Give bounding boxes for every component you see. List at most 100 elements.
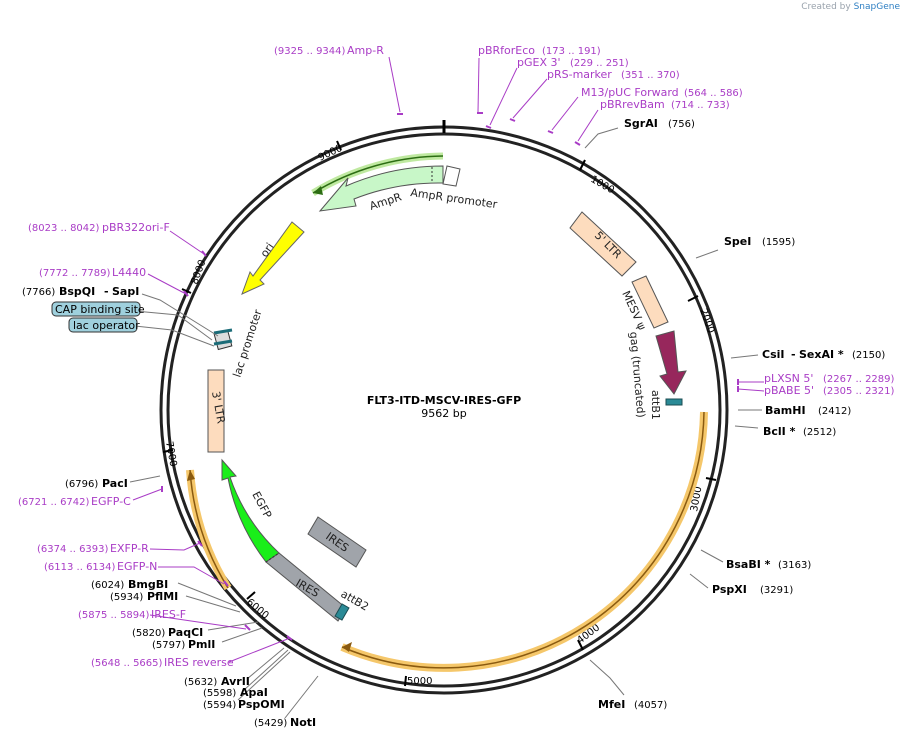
enzyme-noti[interactable]: (5429) NotI	[254, 716, 316, 729]
primer-ires-reverse[interactable]: (5648 .. 5665) IRES reverse	[91, 656, 234, 669]
enzyme-name: BmgBI	[128, 578, 168, 591]
primer-egfp-c[interactable]: (6721 .. 6742) EGFP-C	[18, 495, 131, 508]
enzyme-pos: (2512)	[803, 427, 836, 438]
primer-pos: (6113 .. 6134)	[44, 562, 116, 573]
attb1-label: attB1	[649, 390, 662, 420]
primer-leaders	[132, 56, 765, 663]
enzyme-sgrai[interactable]: SgrAI (756)	[624, 117, 695, 130]
enzyme-pos: (3163)	[778, 560, 811, 571]
primer-name: pBABE 5'	[764, 384, 814, 397]
ampr-arrow	[318, 165, 444, 212]
primer-pos: (714 .. 733)	[671, 100, 730, 111]
enzyme-sep: -	[104, 285, 109, 298]
enzyme-name: NotI	[290, 716, 316, 729]
primer-name: EGFP-N	[117, 560, 157, 573]
enzyme-bcli[interactable]: BclI * (2512)	[763, 425, 836, 438]
ires-divider	[265, 552, 280, 563]
enzyme-csii-sexai[interactable]: CsiI - SexAI * (2150)	[762, 348, 885, 361]
enzyme-apai[interactable]: (5598) ApaI	[203, 686, 268, 699]
enzyme-pflmi[interactable]: (5934) PflMI	[110, 590, 178, 603]
enzyme-pos: (6024)	[91, 580, 124, 591]
primer-pos: (7772 .. 7789)	[39, 268, 111, 279]
primer-name: pBRforEco	[478, 44, 535, 57]
enzyme-pos: (1595)	[762, 237, 795, 248]
enzyme-pspxi[interactable]: PspXI (3291)	[712, 583, 793, 596]
enzyme-paqci[interactable]: (5820) PaqCI	[132, 626, 203, 639]
lac-operator-label: lac operator	[73, 319, 140, 332]
enzyme-pos: (5797)	[152, 640, 185, 651]
enzyme-name-2: SapI	[112, 285, 139, 298]
highlight-arrowhead	[342, 642, 352, 652]
primer-prs-marker[interactable]: pRS-marker (351 .. 370)	[547, 68, 680, 81]
enzyme-pmli[interactable]: (5797) PmlI	[152, 638, 215, 651]
attb1-site	[665, 398, 683, 406]
primer-pos: (351 .. 370)	[621, 70, 680, 81]
primer-exfp-r[interactable]: (6374 .. 6393) EXFP-R	[37, 542, 149, 555]
enzyme-spei[interactable]: SpeI (1595)	[724, 235, 795, 248]
ampr-promoter-label: AmpR promoter	[410, 186, 499, 211]
enzyme-pos: (5632)	[184, 677, 217, 688]
primer-pos: (9325 .. 9344)	[274, 46, 346, 57]
primer-name: Amp-R	[347, 44, 384, 57]
gag-label: gag (truncated)	[627, 331, 647, 418]
lac-operator-tag[interactable]: lac operator	[68, 317, 140, 333]
primer-pgex3[interactable]: pGEX 3' (229 .. 251)	[517, 56, 629, 69]
primer-name: pLXSN 5'	[764, 372, 813, 385]
ampr-label: AmpR	[368, 190, 404, 213]
primer-plxsn5[interactable]: pLXSN 5' (2267 .. 2289)	[764, 372, 895, 385]
primer-pbrforeco[interactable]: pBRforEco (173 .. 191)	[478, 44, 601, 57]
enzyme-name: BsaBI *	[726, 558, 771, 571]
primer-pbr322ori-f[interactable]: (8023 .. 8042) pBR322ori-F	[28, 221, 170, 234]
primer-name: EGFP-C	[91, 495, 131, 508]
enzyme-name: ApaI	[240, 686, 268, 699]
plasmid-name: FLT3-ITD-MSCV-IRES-GFP	[367, 394, 521, 407]
enzyme-pos: (5594)	[203, 700, 236, 711]
mesv-box	[631, 275, 669, 329]
enzyme-pos: (5934)	[110, 592, 143, 603]
enzyme-name: PmlI	[188, 638, 215, 651]
primer-egfp-n[interactable]: (6113 .. 6134) EGFP-N	[44, 560, 157, 573]
primer-name: IRES reverse	[164, 656, 234, 669]
enzyme-pos: (3291)	[760, 585, 793, 596]
primer-ires-f[interactable]: (5875 .. 5894) IRES-F	[78, 608, 186, 621]
cap-binding-site-label: CAP binding site	[55, 303, 145, 316]
enzyme-name: PaqCI	[168, 626, 203, 639]
cap-binding-site-tag[interactable]: CAP binding site	[51, 301, 145, 317]
primer-m13-puc-forward[interactable]: M13/pUC Forward (564 .. 586)	[581, 86, 743, 99]
primer-l4440[interactable]: (7772 .. 7789) L4440	[39, 266, 146, 279]
egfp-label: EGFP	[249, 489, 274, 521]
enzyme-bamhi[interactable]: BamHI (2412)	[765, 404, 851, 417]
enzyme-pos: (4057)	[634, 700, 667, 711]
ampr-promoter-arrow	[442, 165, 461, 187]
enzyme-name: BspQI	[59, 285, 95, 298]
enzyme-name: BamHI	[765, 404, 806, 417]
primer-amp-r[interactable]: (9325 .. 9344) Amp-R	[274, 44, 384, 57]
enzyme-name: BclI *	[763, 425, 796, 438]
enzyme-bmgbi[interactable]: (6024) BmgBI	[91, 578, 168, 591]
primer-pos: (5875 .. 5894)	[78, 610, 150, 621]
enzyme-paci[interactable]: (6796) PacI	[65, 477, 128, 490]
primer-pos: (8023 .. 8042)	[28, 223, 100, 234]
highlight-arrowhead	[187, 470, 195, 481]
primer-name: pBR322ori-F	[102, 221, 170, 234]
tick-marks	[162, 140, 717, 687]
primer-pos: (5648 .. 5665)	[91, 658, 163, 669]
attb2-site	[334, 603, 350, 621]
enzyme-bsabi[interactable]: BsaBI * (3163)	[726, 558, 811, 571]
enzyme-pspomi[interactable]: (5594) PspOMI	[203, 698, 285, 711]
enzyme-name: PspOMI	[238, 698, 285, 711]
tick-label: 1000	[589, 174, 617, 196]
enzyme-mfei[interactable]: MfeI (4057)	[598, 698, 667, 711]
ori-arrow	[241, 221, 305, 295]
ires-a-box	[307, 516, 367, 568]
primer-pos: (6374 .. 6393)	[37, 544, 109, 555]
primer-pbabe5[interactable]: pBABE 5' (2305 .. 2321)	[764, 384, 895, 397]
enzyme-pos: (2150)	[852, 350, 885, 361]
primer-name: pBRrevBam	[600, 98, 665, 111]
enzyme-bspqi-sapi[interactable]: (7766) BspQI - SapI	[22, 285, 139, 298]
primer-pbrrevbam[interactable]: pBRrevBam (714 .. 733)	[600, 98, 730, 111]
tick-label: 9000	[317, 143, 345, 164]
enzyme-avrii[interactable]: (5632) AvrII	[184, 675, 250, 688]
enzyme-sep: -	[791, 348, 796, 361]
snapgene-credit: Created by SnapGene	[801, 2, 900, 12]
